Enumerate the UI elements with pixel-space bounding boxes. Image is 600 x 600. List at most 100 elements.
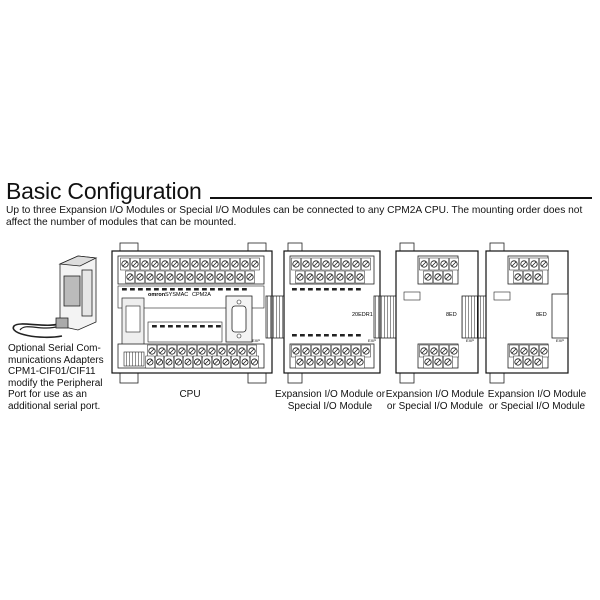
screw-slot [531,261,537,267]
screw-slot [511,261,517,267]
screw-slot [137,274,143,280]
screw-slot [202,261,208,267]
indicator-led [200,325,205,328]
indicator-led [340,288,345,291]
heading-row: Basic Configuration [6,173,592,203]
indicator-led [332,288,337,291]
screw-slot [249,348,255,354]
cpu-exp-label: EXP [252,338,260,343]
screw-slot [515,274,521,280]
screw-slot [313,261,319,267]
indicator-led [292,334,297,337]
indicator-led [194,288,199,291]
indicator-led [162,288,167,291]
screw-slot [297,359,303,365]
intro-text: Up to three Expansion I/O Modules or Spe… [6,205,583,228]
indicator-led [242,288,247,291]
screw-slot [185,359,191,365]
screw-slot [333,261,339,267]
expansion-module-3: 8ED EXP [485,242,569,384]
screw-slot [237,274,243,280]
screw-slot [445,274,451,280]
indicator-led [234,288,239,291]
indicator-led [122,288,127,291]
screw-slot [169,348,175,354]
screw-slot [147,274,153,280]
screw-slot [353,348,359,354]
screw-slot [421,348,427,354]
screw-slot [217,274,223,280]
screw-slot [337,274,343,280]
indicator-led [208,325,213,328]
screw-slot [189,348,195,354]
module3-model-label: 8ED [536,312,547,318]
screw-slot [199,348,205,354]
screw-slot [187,274,193,280]
screw-slot [227,274,233,280]
screw-slot [357,274,363,280]
indicator-led [184,325,189,328]
indicator-led [192,325,197,328]
page-title: Basic Configuration [6,178,202,204]
indicator-led [146,288,151,291]
module1-caption: Expansion I/O Module or Special I/O Modu… [274,389,386,412]
cpu-output-terminals [145,344,259,369]
screw-slot [431,261,437,267]
screw-slot [297,274,303,280]
screw-slot [204,359,210,365]
screw-slot [149,348,155,354]
indicator-led [176,325,181,328]
screw-slot [435,359,441,365]
screw-slot [363,348,369,354]
screw-slot [327,274,333,280]
screw-slot [425,274,431,280]
screw-slot [343,261,349,267]
screw-slot [172,261,178,267]
screw-slot [242,261,248,267]
screw-slot [343,348,349,354]
indicator-led [178,288,183,291]
screw-slot [239,348,245,354]
indicator-led [226,288,231,291]
screw-slot [445,359,451,365]
indicator-led [186,288,191,291]
screw-slot [132,261,138,267]
screw-slot [337,359,343,365]
indicator-led [332,334,337,337]
indicator-led [154,288,159,291]
indicator-led [160,325,165,328]
indicator-led [152,325,157,328]
indicator-led [170,288,175,291]
screw-slot [541,261,547,267]
screw-slot [525,359,531,365]
screw-slot [157,274,163,280]
screw-slot [232,261,238,267]
screw-slot [167,274,173,280]
indicator-led [218,288,223,291]
screw-slot [313,348,319,354]
screw-slot [521,348,527,354]
cpu-input-leds [122,288,247,291]
screw-slot [122,261,128,267]
screw-slot [425,359,431,365]
indicator-led [216,325,221,328]
screw-slot [197,274,203,280]
screw-slot [127,274,133,280]
module3-exp-label: EXP [556,338,564,343]
screw-slot [531,348,537,354]
screw-slot [303,348,309,354]
screw-slot [431,348,437,354]
module2-exp-label: EXP [466,338,474,343]
screw-slot [212,261,218,267]
brand-label: omron [148,292,166,298]
screw-slot [247,274,253,280]
screw-slot [451,261,457,267]
screw-slot [323,261,329,267]
screw-slot [421,261,427,267]
indicator-led [356,288,361,291]
screw-slot [207,274,213,280]
screw-slot [222,261,228,267]
screw-slot [162,261,168,267]
cpu-output-leds [152,325,221,328]
screw-slot [435,274,441,280]
